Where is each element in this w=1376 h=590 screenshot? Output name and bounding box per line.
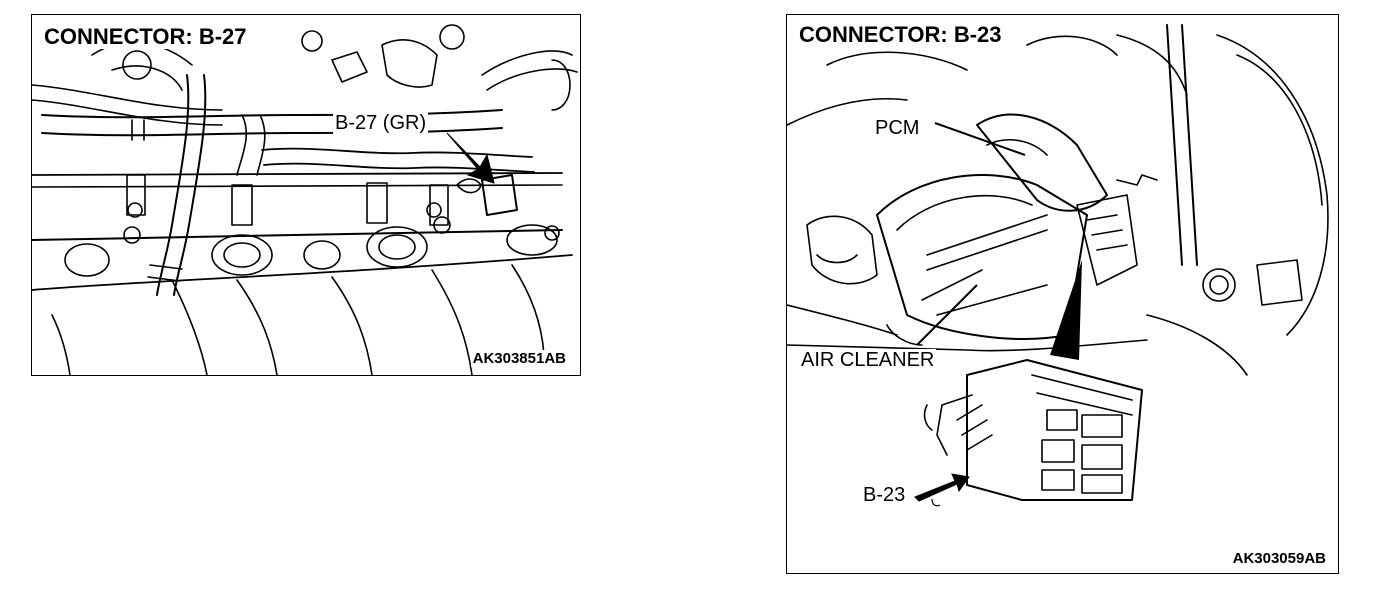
pcm-pointer	[1050, 260, 1082, 360]
figure-code: AK303851AB	[470, 350, 568, 367]
figure-title: CONNECTOR: B-27	[42, 25, 251, 49]
figure-connector-b27: CONNECTOR: B-27 B-27 (GR) AK303851AB	[31, 14, 581, 376]
engine-illustration-b27	[32, 24, 578, 375]
callout-label-pcm: PCM	[875, 117, 920, 139]
engine-illustration-b23	[787, 24, 1329, 507]
arrow-b23	[914, 473, 970, 502]
figure-code: AK303059AB	[1230, 550, 1328, 567]
figure-title: CONNECTOR: B-23	[797, 23, 1006, 47]
callout-label-b27: B-27 (GR)	[333, 112, 429, 134]
callout-label-b23: B-23	[863, 484, 906, 506]
figure-connector-b23: CONNECTOR: B-23 PCM AIR CLEANER B-23 AK3…	[786, 14, 1339, 574]
arrow-b27	[446, 132, 495, 184]
callout-label-air-cleaner: AIR CLEANER	[799, 349, 937, 371]
